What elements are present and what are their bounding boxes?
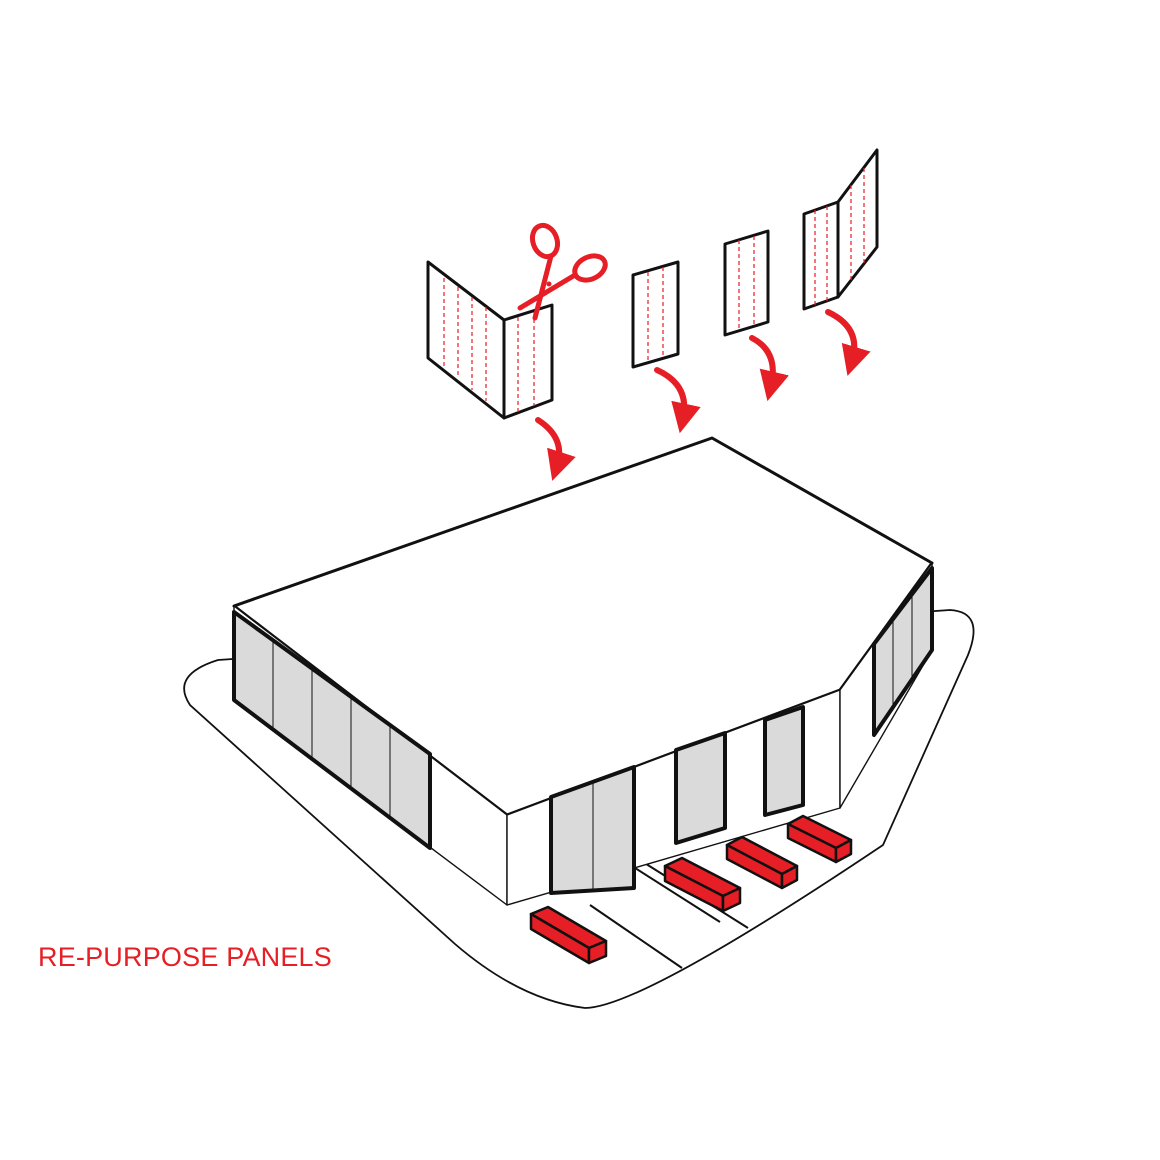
flat-panel — [723, 229, 770, 337]
folded-panel — [802, 148, 879, 311]
planter-block — [786, 814, 853, 864]
flat-panel — [631, 260, 680, 369]
planter-block — [529, 905, 608, 965]
right-panel-seams — [892, 594, 913, 707]
curved-arrow-icon — [654, 367, 701, 434]
corner-panel-cut — [426, 260, 554, 420]
curved-arrow-icon — [825, 309, 871, 376]
building — [232, 436, 934, 906]
planter-blocks — [529, 814, 853, 965]
planter-block — [663, 856, 742, 913]
left-panel-wall — [232, 610, 432, 850]
placement-arrows — [535, 309, 871, 481]
front-panel-2 — [674, 731, 727, 845]
planter-block — [725, 835, 799, 890]
curved-arrow-icon — [749, 335, 789, 402]
floating-panels — [426, 148, 879, 420]
diagram-caption: RE-PURPOSE PANELS — [38, 942, 332, 972]
scissors-icon — [517, 222, 608, 321]
left-panel-seams — [272, 640, 391, 818]
right-panel-wall — [872, 566, 934, 737]
installed-panels — [232, 566, 934, 895]
curved-arrow-icon — [535, 417, 576, 481]
front-panel-3 — [763, 705, 805, 817]
